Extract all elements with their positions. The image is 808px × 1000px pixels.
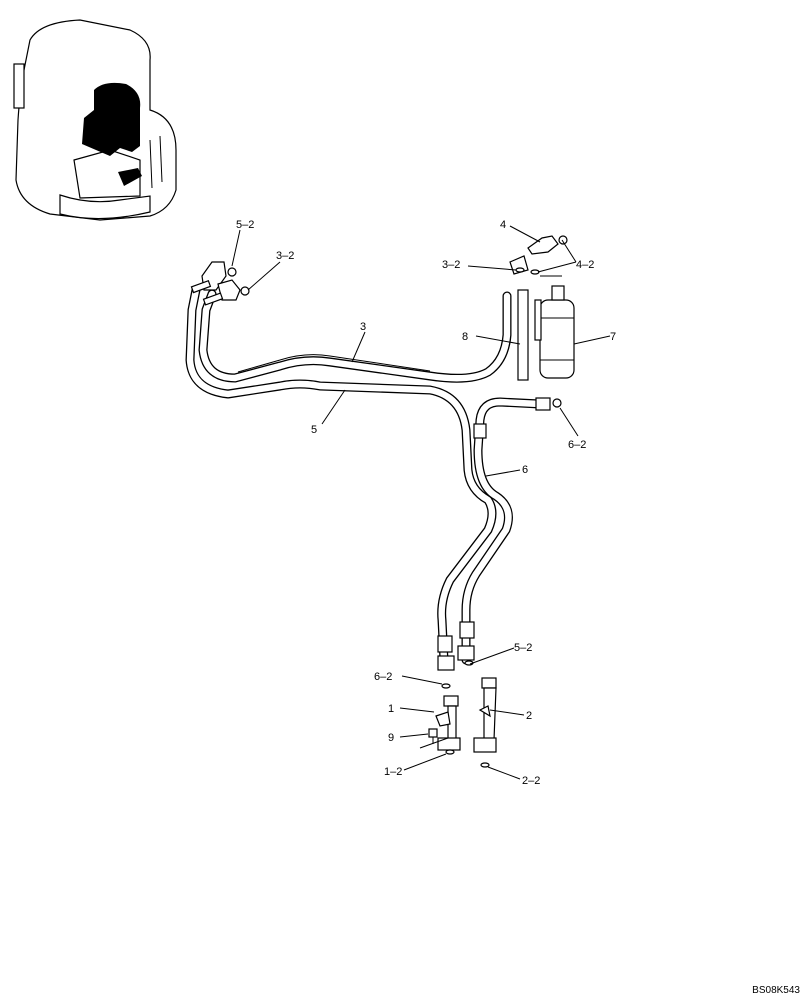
callout-3: 3 xyxy=(360,321,366,333)
callout-1-2: 1–2 xyxy=(384,766,402,778)
o-ring-2-2 xyxy=(480,762,490,768)
callout-8: 8 xyxy=(462,331,468,343)
callout-5-2: 5–2 xyxy=(514,642,532,654)
fitting-1 xyxy=(435,683,461,751)
callout-9: 9 xyxy=(388,732,394,744)
callout-1: 1 xyxy=(388,703,394,715)
callout-2-2: 2–2 xyxy=(522,775,540,787)
hose-6 xyxy=(461,397,545,665)
hose-location-highlight xyxy=(82,82,141,156)
callout-7: 7 xyxy=(610,331,616,343)
hose-3 xyxy=(198,289,512,383)
callout-3-2: 3–2 xyxy=(276,250,294,262)
figure-reference: BS08K543 xyxy=(752,985,800,996)
fitting-6-end xyxy=(473,397,562,439)
callout-6: 6 xyxy=(522,464,528,476)
fitting-4 xyxy=(509,235,568,275)
callout-4-2: 4–2 xyxy=(576,259,594,271)
callout-6-2: 6–2 xyxy=(568,439,586,451)
callout-6-2: 6–2 xyxy=(374,671,392,683)
callout-5: 5 xyxy=(311,424,317,436)
callout-5-2: 5–2 xyxy=(236,219,254,231)
bracket-8 xyxy=(517,289,529,381)
fitting-2 xyxy=(464,660,497,753)
leader-lines xyxy=(231,225,611,780)
fitting-lower-ends xyxy=(437,621,475,671)
callout-2: 2 xyxy=(526,710,532,722)
callout-4: 4 xyxy=(500,219,506,231)
bolt-9 xyxy=(428,728,438,744)
hose-5 xyxy=(185,285,497,665)
fitting-upper-left xyxy=(190,261,250,306)
machine-locator-thumbnail xyxy=(13,19,177,221)
callout-3-2: 3–2 xyxy=(442,259,460,271)
o-ring-1-2 xyxy=(445,749,455,755)
receiver-dryer-7 xyxy=(534,275,575,379)
